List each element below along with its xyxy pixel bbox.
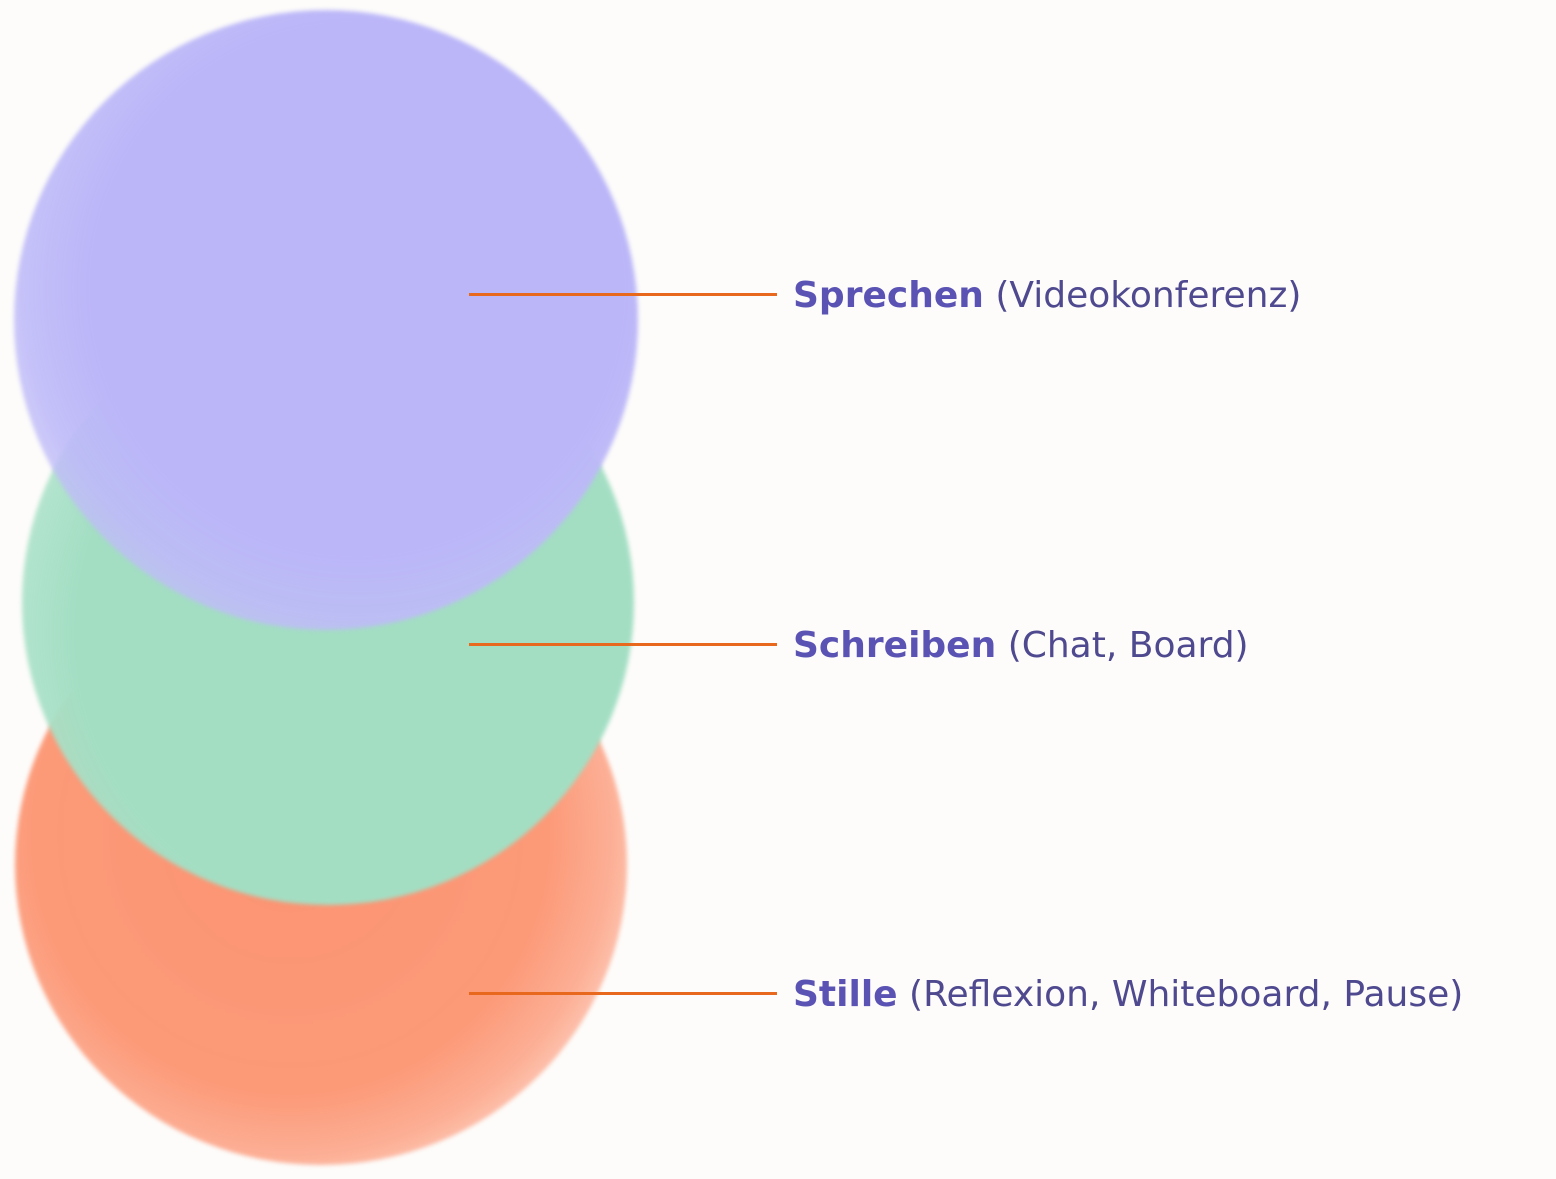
sprechen-blob xyxy=(14,10,638,630)
schreiben-label: Schreiben (Chat, Board) xyxy=(793,624,1249,668)
schreiben-term: Schreiben xyxy=(793,625,997,666)
stille-connector-line xyxy=(469,992,777,995)
sprechen-connector-line xyxy=(469,293,777,296)
schreiben-connector-line xyxy=(469,643,777,646)
stille-detail: (Reflexion, Whiteboard, Pause) xyxy=(909,974,1464,1015)
schreiben-detail: (Chat, Board) xyxy=(1007,625,1249,666)
sprechen-detail: (Videokonferenz) xyxy=(995,275,1302,316)
stille-term: Stille xyxy=(793,974,898,1015)
sprechen-label: Sprechen (Videokonferenz) xyxy=(793,274,1301,318)
stille-label: Stille (Reflexion, Whiteboard, Pause) xyxy=(793,973,1463,1017)
sprechen-term: Sprechen xyxy=(793,275,984,316)
